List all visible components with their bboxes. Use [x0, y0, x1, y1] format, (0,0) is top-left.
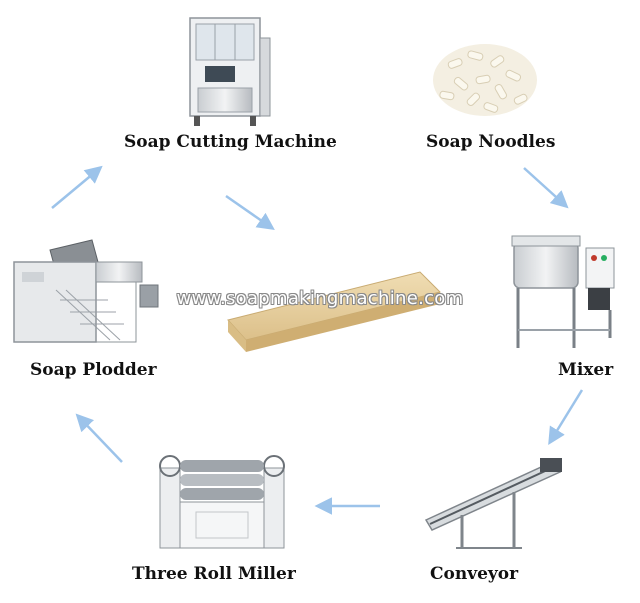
label-soap-plodder: Soap Plodder: [30, 360, 157, 380]
watermark-text: www.soapmakingmachine.com: [176, 288, 464, 309]
three-roll-miller-image: [159, 455, 285, 549]
arrow-miller-to-plodder: [75, 413, 123, 463]
arrow-plodder-to-cutting: [51, 165, 103, 209]
conveyor-image: [424, 458, 562, 549]
arrow-cutting-to-product: [225, 194, 275, 230]
soap-cutting-machine-image: [189, 17, 271, 126]
arrow-noodles-to-mixer: [523, 167, 569, 209]
label-mixer: Mixer: [558, 360, 614, 380]
arrow-mixer-to-conveyor: [548, 389, 584, 445]
label-conveyor: Conveyor: [430, 564, 519, 584]
label-three-roll-miller: Three Roll Miller: [132, 564, 296, 584]
soap-noodles-image: [433, 44, 537, 116]
soap-bar-product: [227, 271, 441, 352]
soap-plodder-image: [13, 239, 159, 343]
label-soap-noodles: Soap Noodles: [426, 132, 556, 152]
mixer-image: [511, 235, 615, 348]
label-soap-cutting-machine: Soap Cutting Machine: [124, 132, 337, 152]
flow-arrows: [51, 165, 584, 515]
